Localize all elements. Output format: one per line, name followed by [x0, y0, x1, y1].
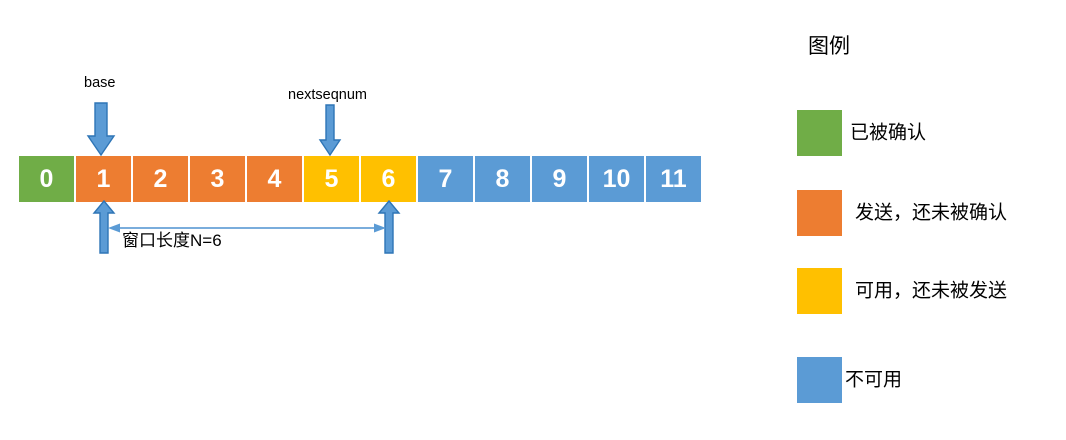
seq-cell-2: 2 [132, 155, 189, 203]
seq-cell-10: 10 [588, 155, 645, 203]
legend-label-unusable: 不可用 [845, 369, 903, 391]
legend-swatch-acked [797, 110, 842, 156]
nextseqnum-pointer-label: nextseqnum [288, 87, 367, 103]
legend: 图例 已被确认 发送，还未被确认 可用，还未被发送 不可用 [797, 34, 1057, 414]
legend-title: 图例 [808, 35, 850, 58]
seq-cell-0: 0 [18, 155, 75, 203]
seq-cell-7: 7 [417, 155, 474, 203]
seq-cell-9: 9 [531, 155, 588, 203]
legend-label-sent: 发送，还未被确认 [855, 202, 1008, 224]
window-right-up-arrow-icon [377, 199, 401, 254]
seq-cell-5: 5 [303, 155, 360, 203]
seq-cell-3: 3 [189, 155, 246, 203]
legend-label-usable: 可用，还未被发送 [855, 280, 1008, 302]
window-left-up-arrow-icon [92, 199, 116, 254]
seq-cell-8: 8 [474, 155, 531, 203]
base-pointer-label: base [84, 75, 116, 91]
seq-cell-11: 11 [645, 155, 702, 203]
seq-cell-6: 6 [360, 155, 417, 203]
nextseqnum-down-arrow-icon [318, 104, 342, 157]
seq-cell-1: 1 [75, 155, 132, 203]
legend-swatch-sent [797, 190, 842, 236]
base-down-arrow-icon [86, 102, 116, 157]
legend-swatch-unusable [797, 357, 842, 403]
legend-label-acked: 已被确认 [850, 122, 927, 144]
legend-swatch-usable [797, 268, 842, 314]
seq-cell-4: 4 [246, 155, 303, 203]
sequence-number-strip: 0 1 2 3 4 5 6 7 8 9 10 11 [18, 155, 702, 203]
window-length-caption: 窗口长度N=6 [122, 231, 222, 250]
